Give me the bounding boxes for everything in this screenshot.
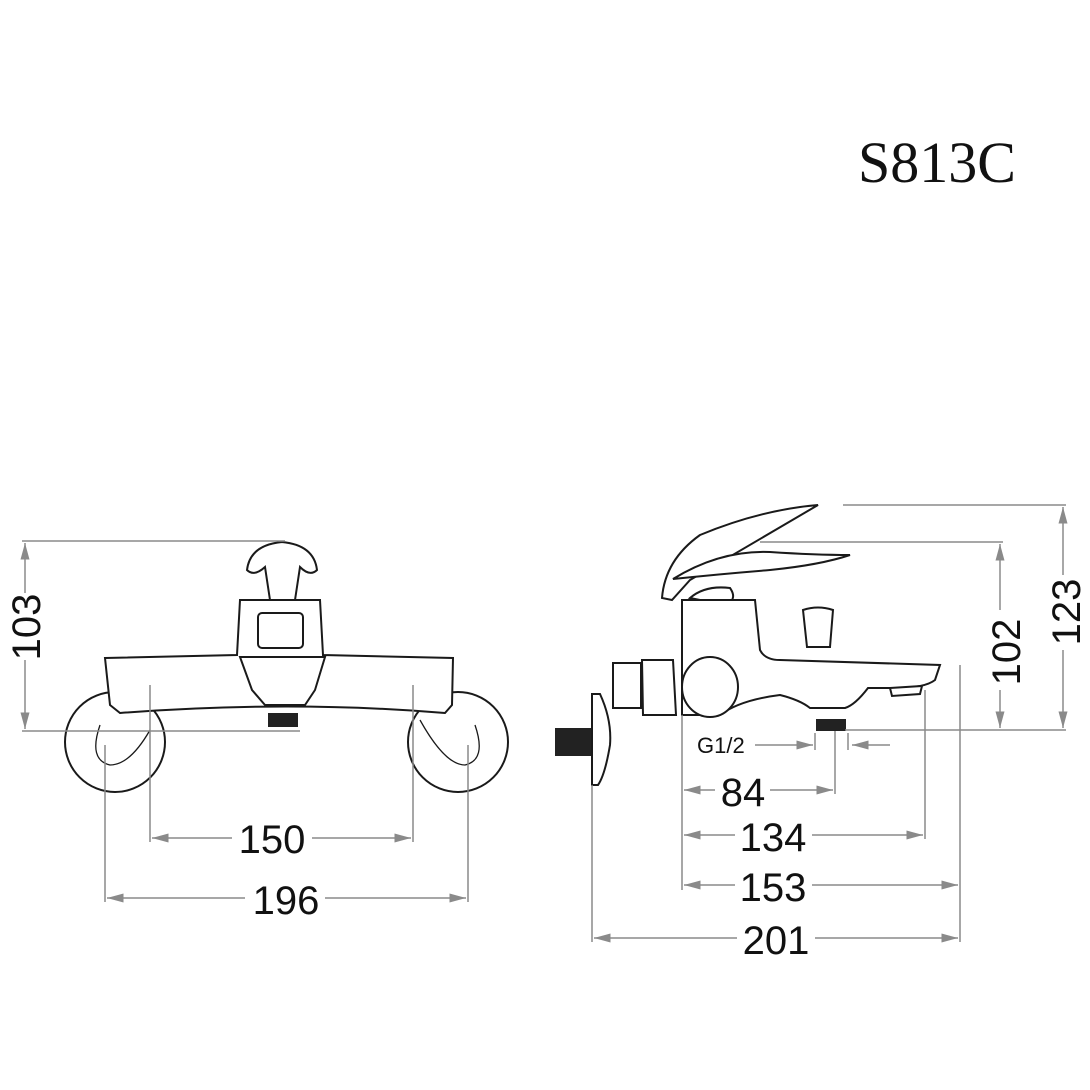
handle-base xyxy=(687,586,735,601)
valve-cap xyxy=(257,612,304,649)
right-eccentric xyxy=(419,719,480,766)
dim-outlet-depth: 84 xyxy=(721,771,766,815)
inlet-thread xyxy=(555,728,592,756)
aerator xyxy=(888,684,924,698)
dim-handle-height: 123 xyxy=(1045,579,1089,646)
right-wall-flange xyxy=(407,691,509,793)
dim-inner-width: 150 xyxy=(239,818,306,862)
diverter-housing xyxy=(238,656,327,706)
side-view: 123 102 G1/2 84 134 153 201 xyxy=(555,504,1089,963)
diverter-knob xyxy=(245,540,319,601)
dim-spout-tip: 134 xyxy=(740,816,807,860)
dim-spout-length: 153 xyxy=(740,866,807,910)
eccentric-connector xyxy=(612,662,642,709)
dim-body-height: 102 xyxy=(985,619,1029,686)
front-view: 103 150 196 xyxy=(5,540,509,923)
dim-outer-width: 196 xyxy=(253,879,320,923)
left-eccentric xyxy=(95,724,151,766)
wall-flange xyxy=(591,693,612,786)
body-oval xyxy=(681,656,739,718)
lever-upper xyxy=(660,504,819,602)
dim-height: 103 xyxy=(5,594,49,661)
lever-lower xyxy=(672,550,851,580)
thread-spec: G1/2 xyxy=(697,733,745,758)
diverter-knob xyxy=(801,606,835,648)
mixer-body xyxy=(681,599,942,716)
dim-total-depth: 201 xyxy=(743,919,810,963)
model-number: S813C xyxy=(858,130,1016,195)
hex-nut xyxy=(640,659,678,716)
outlet-thread xyxy=(816,719,846,731)
outlet-thread xyxy=(268,713,298,727)
